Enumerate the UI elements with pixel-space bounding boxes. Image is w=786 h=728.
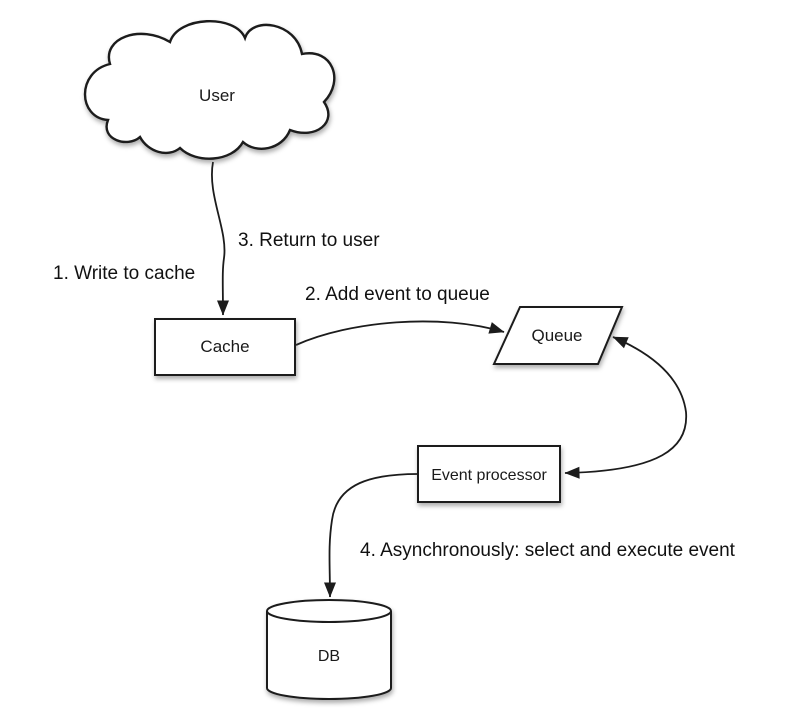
shapes-layer <box>83 20 624 700</box>
edge-queue-event-processor-arrow <box>564 336 688 479</box>
queue-node-label: Queue <box>531 326 582 345</box>
db-cylinder-body-shape <box>266 611 392 700</box>
edge-label-return-to-user: 3. Return to user <box>238 230 380 251</box>
edge-labels-layer: 1. Write to cache 3. Return to user 2. A… <box>53 230 736 561</box>
edge-label-add-event-to-queue: 2. Add event to queue <box>305 284 490 305</box>
edge-event-processor-to-db-arrow <box>323 473 419 598</box>
node-labels-layer: User Cache Queue Event processor DB <box>199 86 582 665</box>
edge-label-write-to-cache: 1. Write to cache <box>53 263 195 284</box>
edge-cache-to-queue-arrow <box>295 320 505 346</box>
cache-box-shape <box>154 318 296 376</box>
db-node-label: DB <box>318 648 340 665</box>
event-processor-box-shape <box>417 445 561 503</box>
queue-parallelogram-shape <box>492 306 624 365</box>
edge-label-async-select-execute: 4. Asynchronously: select and execute ev… <box>360 540 736 561</box>
edge-user-to-cache-arrow <box>211 161 229 316</box>
user-node-label: User <box>199 86 235 105</box>
db-cylinder-top-shape <box>266 599 392 623</box>
edges-layer <box>211 161 688 598</box>
cache-node-label: Cache <box>200 337 249 356</box>
user-cloud-shape <box>83 20 336 160</box>
event-processor-node-label: Event processor <box>431 467 547 484</box>
